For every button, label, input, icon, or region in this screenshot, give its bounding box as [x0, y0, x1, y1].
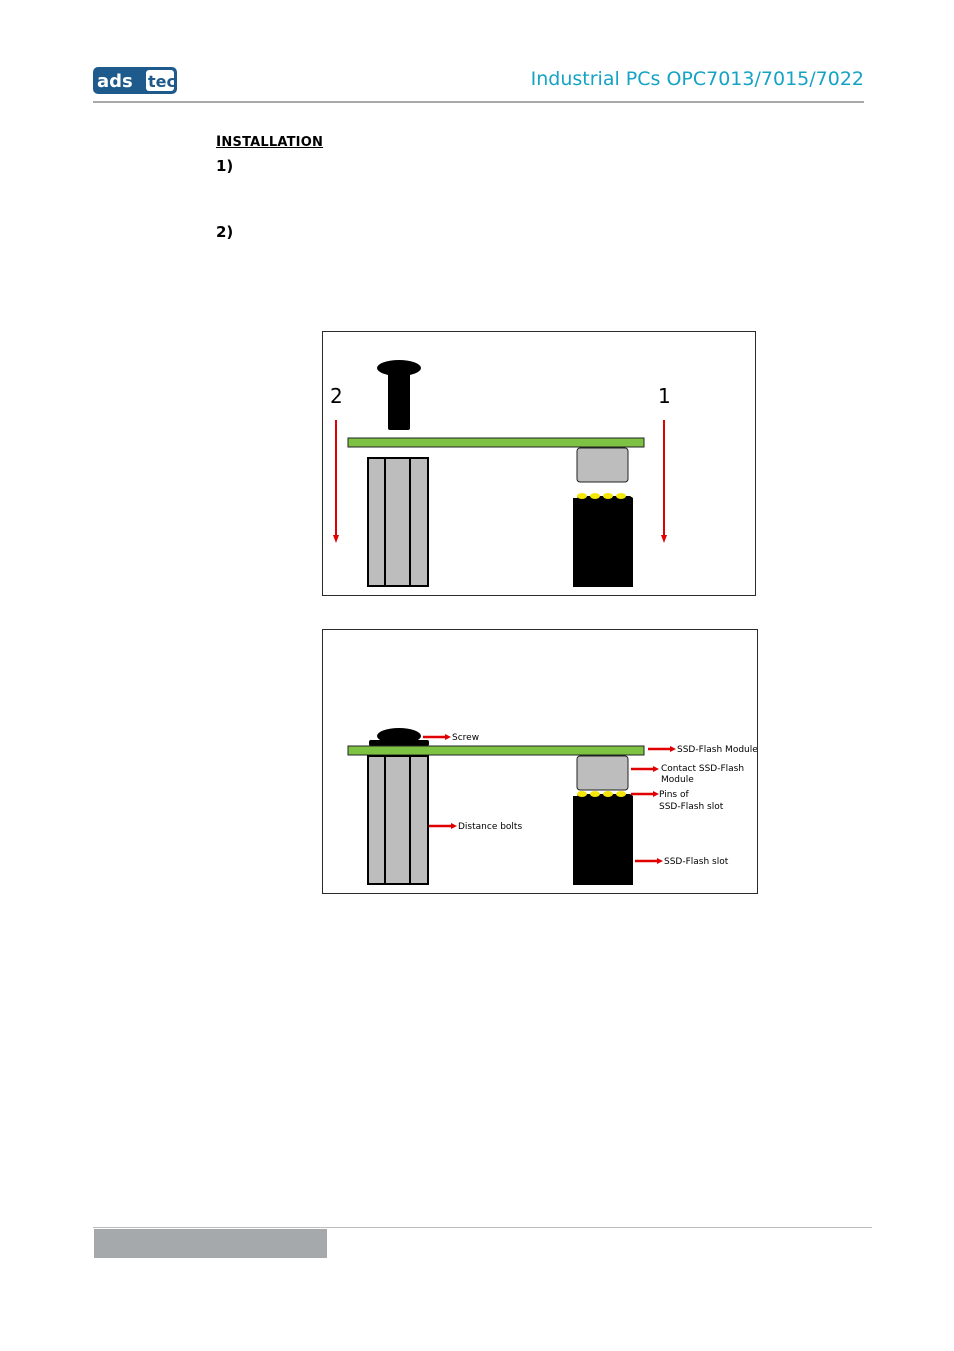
- contact-ssd-flash-module: [576, 755, 629, 791]
- footer-bar: [94, 1229, 327, 1258]
- step-1-label: 1): [216, 157, 234, 175]
- label-screw: Screw: [452, 733, 479, 743]
- screw-icon: [369, 728, 429, 746]
- label-distance-bolts: Distance bolts: [458, 822, 522, 832]
- label-ssd-flash-slot: SSD-Flash slot: [664, 857, 729, 867]
- arrow-down-right-icon: [661, 420, 667, 543]
- label-pins-line2: SSD-Flash slot: [659, 802, 724, 812]
- screw-icon: [377, 360, 421, 430]
- callout-arrow-icon: [423, 734, 676, 864]
- distance-bolts: [367, 755, 429, 885]
- adstec-logo: ads tec: [93, 67, 177, 94]
- heading-rest: NSTALLATION: [221, 135, 324, 150]
- figure-installation-step: 2 1: [322, 331, 756, 596]
- ssd-flash-slot: [573, 493, 633, 587]
- ssd-flash-module-board: [347, 437, 645, 448]
- step-2-label: 2): [216, 223, 234, 241]
- distance-bolts: [367, 457, 429, 587]
- section-heading: INSTALLATION: [216, 134, 323, 150]
- header-divider: [93, 101, 864, 103]
- heading-initial: I: [216, 134, 222, 150]
- svg-text:tec: tec: [148, 72, 176, 91]
- arrow-label-2: 2: [330, 384, 343, 408]
- label-contact-line1: Contact SSD-Flash: [661, 764, 744, 774]
- arrow-down-left-icon: [333, 420, 339, 543]
- svg-text:ads: ads: [97, 71, 133, 92]
- label-contact-line2: Module: [661, 775, 694, 785]
- ssd-flash-slot: [573, 791, 633, 885]
- arrow-label-1: 1: [658, 384, 671, 408]
- figure-component-labels: Screw SSD-Flash Module Contact SSD-Flash…: [322, 629, 758, 894]
- footer-divider: [93, 1227, 872, 1228]
- header-title: Industrial PCs OPC7013/7015/7022: [530, 68, 864, 90]
- label-ssd-flash-module: SSD-Flash Module: [677, 745, 757, 755]
- contact-ssd-flash-module: [576, 447, 629, 483]
- ssd-flash-module-board: [347, 745, 645, 756]
- label-pins-line1: Pins of: [659, 790, 689, 800]
